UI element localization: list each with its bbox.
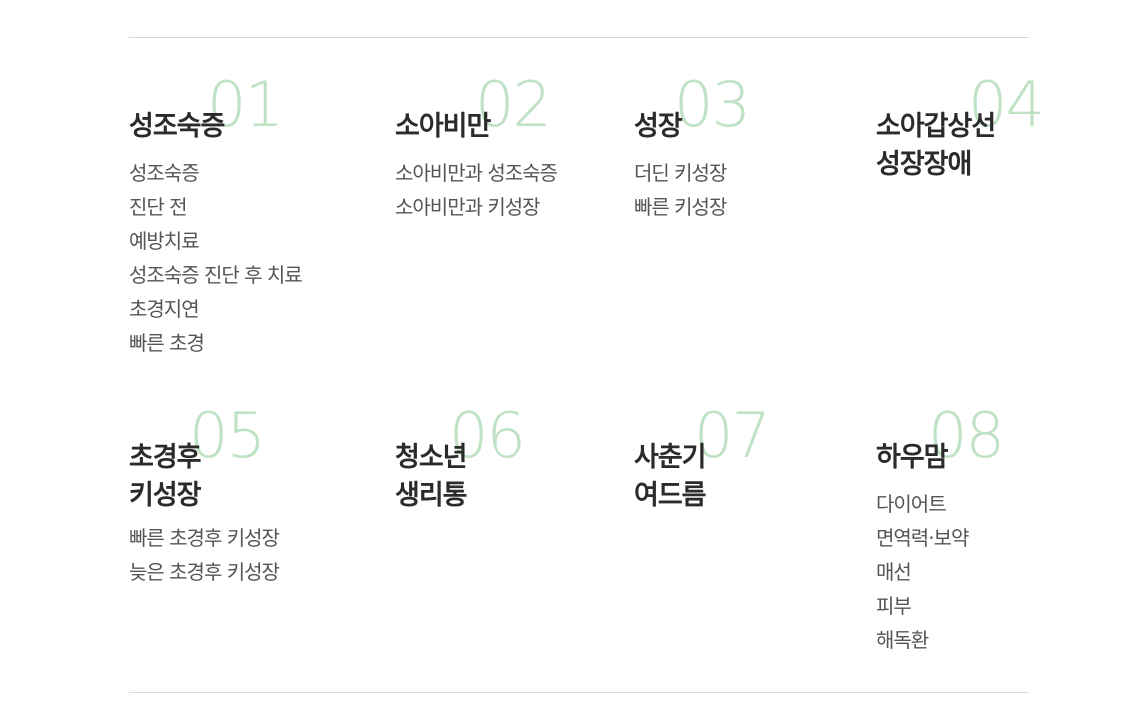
bottom-divider — [129, 692, 1029, 693]
category-title[interactable]: 성조숙증 — [129, 108, 302, 146]
category-number: 04 — [968, 68, 1045, 141]
category-number: 01 — [207, 68, 284, 141]
menu-item[interactable]: 빠른 초경후 키성장 — [129, 526, 280, 550]
category-title-line: 성장장애 — [876, 149, 972, 180]
category-06: 06 청소년 생리통 — [395, 405, 526, 515]
category-07: 07 사춘기 여드름 — [634, 405, 771, 515]
category-number: 05 — [189, 399, 266, 472]
category-03: 03 성장 더딘 키성장 빠른 키성장 — [634, 74, 751, 224]
category-title-line: 여드름 — [634, 480, 707, 511]
category-01: 01 성조숙증 성조숙증 진단 전 예방치료 성조숙증 진단 후 치료 초경지연… — [129, 74, 303, 360]
category-title[interactable]: 사춘기 여드름 — [634, 439, 707, 515]
category-title-line: 하우맘 — [876, 442, 949, 473]
category-title[interactable]: 소아갑상선 성장장애 — [876, 108, 996, 184]
menu-item[interactable]: 다이어트 — [876, 492, 947, 516]
category-number: 03 — [674, 68, 751, 141]
menu-item[interactable]: 빠른 초경 — [129, 331, 205, 355]
category-08: 08 하우맘 다이어트 면역력·보약 매선 피부 해독환 — [876, 405, 1005, 657]
menu-item[interactable]: 성조숙증 — [129, 161, 200, 185]
category-title[interactable]: 성장 — [634, 108, 726, 146]
category-menu: 다이어트 면역력·보약 매선 피부 해독환 — [876, 487, 969, 657]
menu-item[interactable]: 피부 — [876, 594, 912, 618]
category-number: 07 — [694, 399, 771, 472]
category-title-line: 초경후 — [129, 442, 202, 473]
category-title[interactable]: 하우맘 — [876, 439, 968, 477]
menu-item[interactable]: 소아비만과 성조숙증 — [395, 161, 558, 185]
category-05: 05 초경후 키성장 빠른 초경후 키성장 늦은 초경후 키성장 — [129, 405, 280, 589]
category-title-line: 성장 — [634, 111, 683, 142]
menu-item[interactable]: 늦은 초경후 키성장 — [129, 560, 280, 584]
menu-item[interactable]: 성조숙증 진단 후 치료 — [129, 263, 303, 287]
category-menu: 성조숙증 진단 전 예방치료 성조숙증 진단 후 치료 초경지연 빠른 초경 — [129, 156, 303, 360]
category-title[interactable]: 청소년 생리통 — [395, 439, 468, 515]
category-04: 04 소아갑상선 성장장애 — [876, 74, 1045, 184]
menu-item[interactable]: 해독환 — [876, 628, 929, 652]
category-number: 06 — [449, 399, 526, 472]
category-title[interactable]: 소아비만 — [395, 108, 557, 146]
menu-item[interactable]: 빠른 키성장 — [634, 195, 727, 219]
category-02: 02 소아비만 소아비만과 성조숙증 소아비만과 키성장 — [395, 74, 558, 224]
category-title-line: 사춘기 — [634, 442, 707, 473]
menu-item[interactable]: 매선 — [876, 560, 912, 584]
category-number: 02 — [475, 68, 552, 141]
category-title-line: 키성장 — [129, 480, 202, 511]
menu-item[interactable]: 소아비만과 키성장 — [395, 195, 541, 219]
category-menu: 더딘 키성장 빠른 키성장 — [634, 156, 727, 224]
category-menu: 빠른 초경후 키성장 늦은 초경후 키성장 — [129, 521, 280, 589]
category-title-line: 청소년 — [395, 442, 468, 473]
category-title-line: 성조숙증 — [129, 111, 225, 142]
category-title[interactable]: 초경후 키성장 — [129, 439, 279, 515]
menu-item[interactable]: 예방치료 — [129, 229, 200, 253]
menu-item[interactable]: 면역력·보약 — [876, 526, 969, 550]
category-number: 08 — [928, 399, 1005, 472]
category-title-line: 생리통 — [395, 480, 468, 511]
category-title-line: 소아비만 — [395, 111, 491, 142]
menu-item[interactable]: 초경지연 — [129, 297, 200, 321]
category-title-line: 소아갑상선 — [876, 111, 996, 142]
category-menu: 소아비만과 성조숙증 소아비만과 키성장 — [395, 156, 558, 224]
menu-item[interactable]: 진단 전 — [129, 195, 188, 219]
top-divider — [129, 37, 1029, 38]
menu-item[interactable]: 더딘 키성장 — [634, 161, 727, 185]
